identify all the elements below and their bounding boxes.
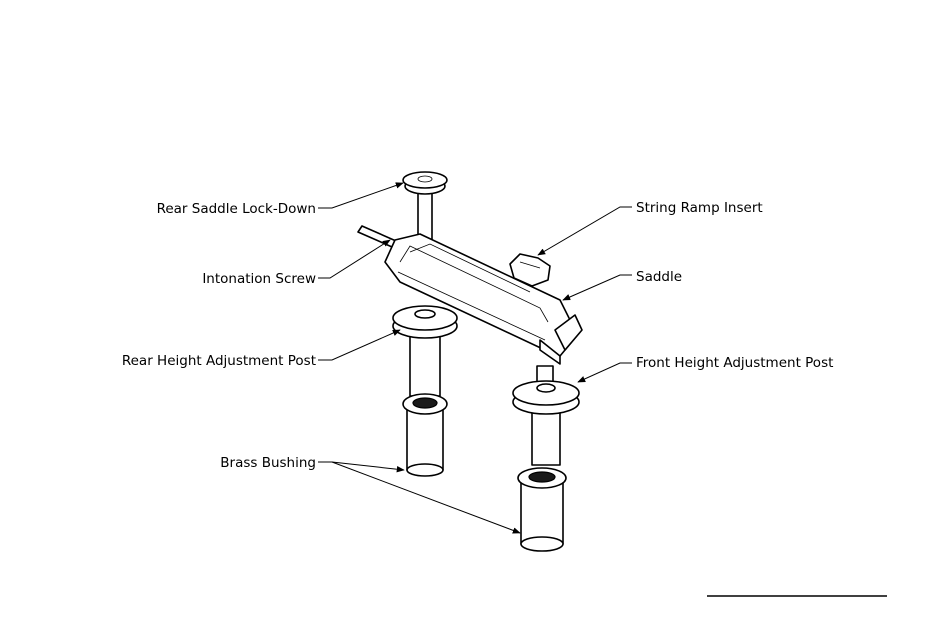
front-height-adjustment-post bbox=[513, 366, 579, 465]
label-rear-height-adjustment-post: Rear Height Adjustment Post bbox=[122, 353, 316, 369]
label-intonation-screw: Intonation Screw bbox=[202, 271, 316, 287]
label-front-height-adjustment-post: Front Height Adjustment Post bbox=[636, 355, 833, 371]
leader-rear-saddle-lockdown bbox=[318, 183, 403, 208]
rear-brass-bushing bbox=[403, 394, 447, 476]
label-brass-bushing: Brass Bushing bbox=[220, 455, 316, 471]
label-saddle: Saddle bbox=[636, 269, 682, 285]
label-string-ramp-insert: String Ramp Insert bbox=[636, 200, 763, 216]
label-rear-saddle-lockdown: Rear Saddle Lock-Down bbox=[157, 201, 316, 217]
leader-saddle bbox=[563, 275, 632, 300]
leader-intonation-screw bbox=[318, 240, 390, 278]
rear-height-adjustment-post bbox=[393, 306, 457, 396]
front-brass-bushing bbox=[518, 468, 566, 551]
leader-string-ramp-insert bbox=[538, 207, 632, 255]
leader-front-height-post bbox=[578, 363, 632, 382]
leader-brass-bushing-rear bbox=[318, 462, 404, 470]
leader-rear-height-post bbox=[318, 330, 400, 360]
